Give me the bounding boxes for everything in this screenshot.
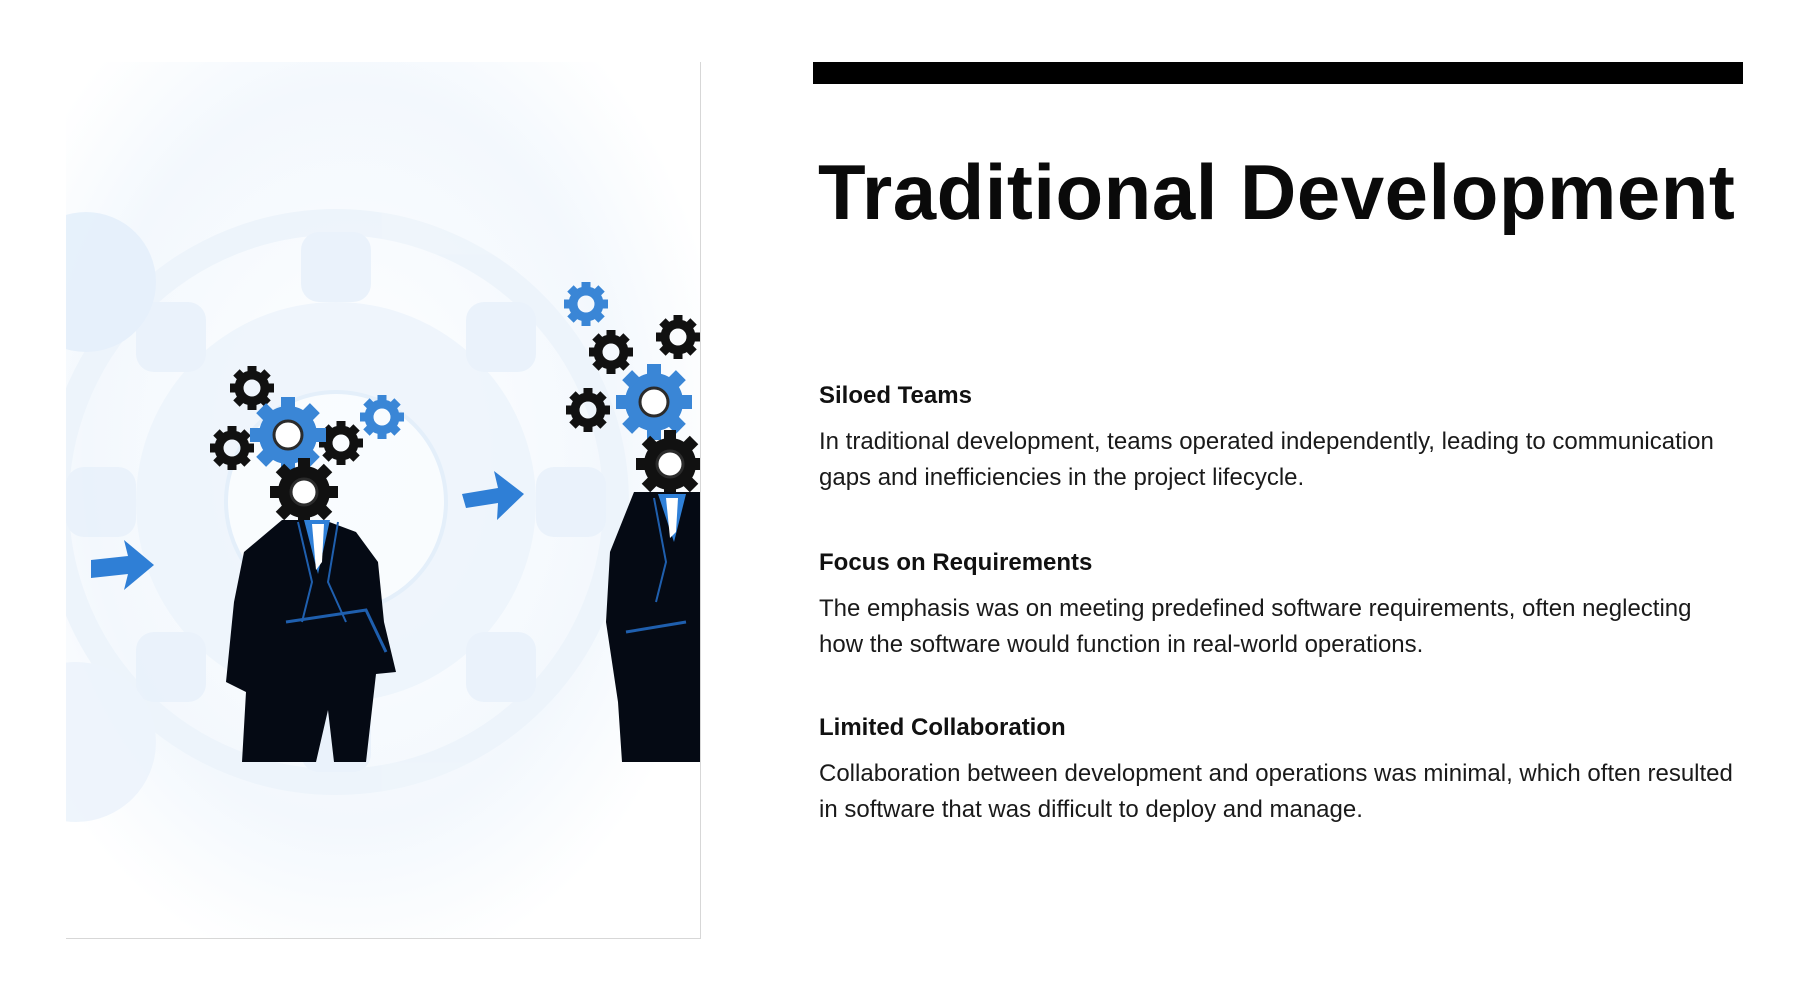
title-accent-bar: [813, 62, 1743, 84]
section-body: Collaboration between development and op…: [819, 760, 1733, 823]
businessmen-with-gears-icon: [66, 62, 700, 938]
section-heading: Limited Collaboration: [819, 714, 1066, 741]
section-heading: Siloed Teams: [819, 382, 972, 409]
arrow-right-icon: [91, 540, 154, 590]
section-body: The emphasis was on meeting predefined s…: [819, 595, 1692, 658]
section-limited-collaboration: Limited Collaboration Collaboration betw…: [819, 712, 1739, 828]
slide-title: Traditional Development: [818, 148, 1736, 236]
businessman-figure: [564, 282, 700, 762]
section-siloed-teams: Siloed Teams In traditional development,…: [819, 380, 1739, 496]
illustration-panel: [66, 62, 701, 939]
businessman-figure: [210, 366, 404, 762]
section-heading: Focus on Requirements: [819, 549, 1093, 576]
arrow-right-icon: [462, 471, 524, 520]
section-body: In traditional development, teams operat…: [819, 428, 1714, 491]
section-focus-on-requirements: Focus on Requirements The emphasis was o…: [819, 547, 1739, 663]
